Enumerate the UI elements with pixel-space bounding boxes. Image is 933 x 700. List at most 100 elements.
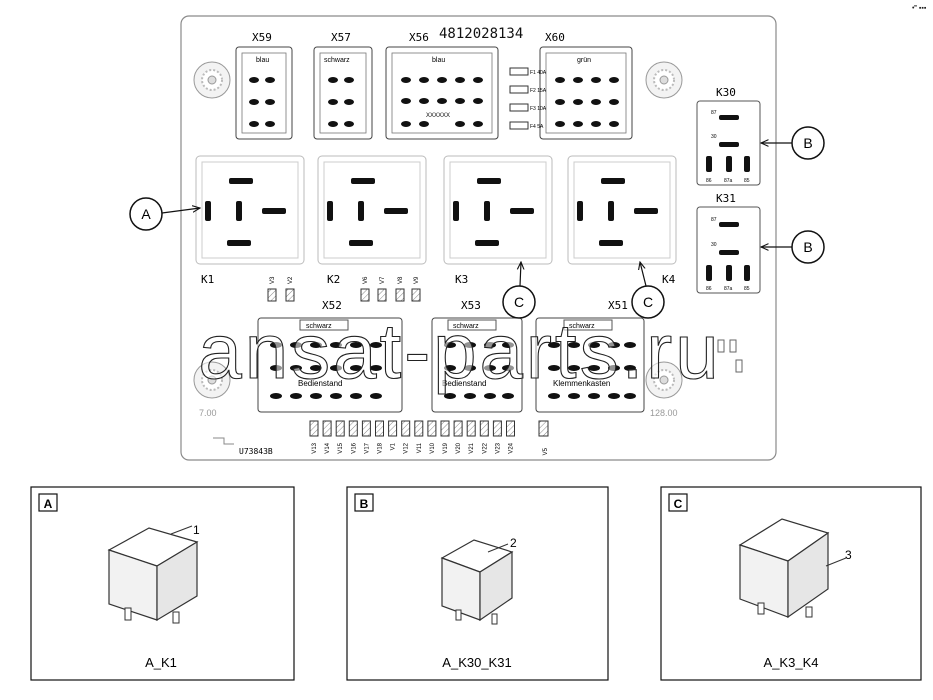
diode: V9 — [411, 276, 421, 302]
diode-label: V17 — [364, 442, 370, 453]
circuit-board: 7.00 128.00 4812028134 X59 blau X57 schw… — [180, 15, 777, 461]
panel-letter: B — [360, 497, 369, 511]
callout-letter: B — [803, 239, 812, 255]
diode: V14 — [322, 420, 332, 454]
diode-label: V5 — [543, 447, 549, 455]
diode-label: V8 — [398, 276, 404, 284]
diode-body — [335, 420, 345, 437]
panel-letter: A — [44, 497, 53, 511]
relay-id: K30 — [716, 86, 736, 99]
relay-pin-label: 30 — [711, 134, 717, 140]
fuse-label: F3 10A — [530, 106, 547, 112]
diode-body — [440, 420, 450, 437]
callout-number: 2 — [510, 536, 517, 550]
diode-label: V12 — [404, 442, 410, 453]
drawing-code-mark — [213, 437, 234, 445]
callout-number: 3 — [845, 548, 852, 562]
diode-body — [492, 420, 502, 437]
callout-letter: A — [141, 206, 151, 222]
diode-body — [401, 420, 411, 437]
connector-x57: X57 schwarz — [313, 31, 373, 140]
relay-pin-label: 86 — [706, 178, 712, 184]
diode-label: V24 — [509, 442, 515, 453]
relay-pin-label: 87a — [724, 178, 733, 184]
diode: V20 — [453, 420, 463, 454]
callout-letter: C — [643, 294, 653, 310]
relay-pin-label: 30 — [711, 242, 717, 248]
dimension-right: 128.00 — [650, 408, 678, 418]
diode: V16 — [348, 420, 358, 454]
relay-pin-label: 87 — [711, 110, 717, 116]
diode-body — [466, 420, 476, 437]
relay-id: K31 — [716, 192, 736, 205]
panel-caption: A_K3_K4 — [764, 655, 819, 670]
connector-x51: X51 schwarz Klemmenkasten — [535, 299, 645, 413]
fuse-strip: F1 40A F2 15A F3 10A F4 5A — [509, 67, 547, 130]
connector-label: Bedienstand — [442, 379, 486, 388]
diode-body — [309, 420, 319, 437]
relay-id: K2 — [327, 273, 340, 286]
relay-socket-k3: K3 — [443, 155, 553, 286]
diode-label: V1 — [391, 442, 397, 450]
diode: V13 — [309, 420, 319, 454]
callout-c-k4[interactable]: C — [631, 262, 665, 319]
diode-label: V2 — [288, 276, 294, 284]
connector-label: Bedienstand — [298, 379, 342, 388]
diode: V18 — [375, 420, 384, 454]
diode: V1 — [388, 420, 398, 450]
connector-color: blau — [256, 57, 269, 64]
diode-body — [361, 420, 371, 437]
connector-color: schwarz — [569, 323, 595, 330]
callout-c-k3[interactable]: C — [502, 262, 536, 319]
diode-label: V23 — [495, 442, 501, 453]
diode: V8 — [395, 276, 405, 302]
diode: V21 — [466, 420, 476, 454]
connector-x59: X59 blau — [235, 31, 293, 140]
callout-letter: C — [514, 294, 524, 310]
relay-pin-label: 85 — [744, 178, 750, 184]
diode: V11 — [414, 420, 424, 453]
diode-label: V7 — [380, 276, 386, 284]
diode-group-upper: V3 V2 V6 V7 V8 V9 — [267, 276, 421, 302]
connector-x53: X53 schwarz Bedienstand — [431, 299, 523, 413]
diode-label: V20 — [456, 442, 462, 453]
relay-icon — [107, 527, 199, 624]
diode-body — [479, 420, 489, 437]
diode-label: V13 — [312, 442, 318, 453]
connector-color: blau — [432, 57, 445, 64]
relay-socket-k31: K31 87 30 86 87a 85 — [696, 192, 761, 294]
diode-body — [427, 420, 437, 437]
diode: V7 — [377, 276, 387, 302]
connector-marker: XXXXXX — [426, 113, 450, 119]
connector-color: schwarz — [306, 323, 332, 330]
diode-body — [453, 420, 463, 437]
detail-panel-a: A 1 A_K1 — [30, 486, 295, 681]
diode: V6 — [360, 276, 370, 302]
fuse-label: F2 15A — [530, 88, 547, 94]
diode-label: V16 — [351, 442, 357, 453]
relay-socket-k2: K2 — [317, 155, 427, 286]
diode: V24 — [506, 420, 515, 454]
relay-pin-label: 87a — [724, 286, 733, 292]
diode-v5: V5 — [538, 420, 549, 455]
corner-mark: •‴ ▪▪▪ — [912, 5, 927, 12]
fuse: F3 10A — [509, 103, 547, 112]
connector-x56: X56 blau XXXXXX — [385, 31, 499, 140]
callout-a[interactable]: A — [129, 197, 200, 231]
connector-id: X60 — [545, 31, 565, 44]
mounting-hole — [193, 61, 231, 99]
connector-id: X53 — [461, 299, 481, 312]
fuse: F1 40A — [509, 67, 547, 76]
connector-color: schwarz — [453, 323, 479, 330]
callout-b-k30[interactable]: B — [761, 126, 825, 160]
diode-body — [414, 420, 424, 437]
diode: V19 — [440, 420, 450, 454]
relay-pin-label: 86 — [706, 286, 712, 292]
relay-id: K4 — [662, 273, 676, 286]
diode-label: V11 — [417, 442, 423, 453]
callout-b-k31[interactable]: B — [761, 230, 825, 264]
mounting-hole — [645, 61, 683, 99]
small-components — [717, 339, 743, 373]
part-number: 4812028134 — [439, 26, 523, 42]
